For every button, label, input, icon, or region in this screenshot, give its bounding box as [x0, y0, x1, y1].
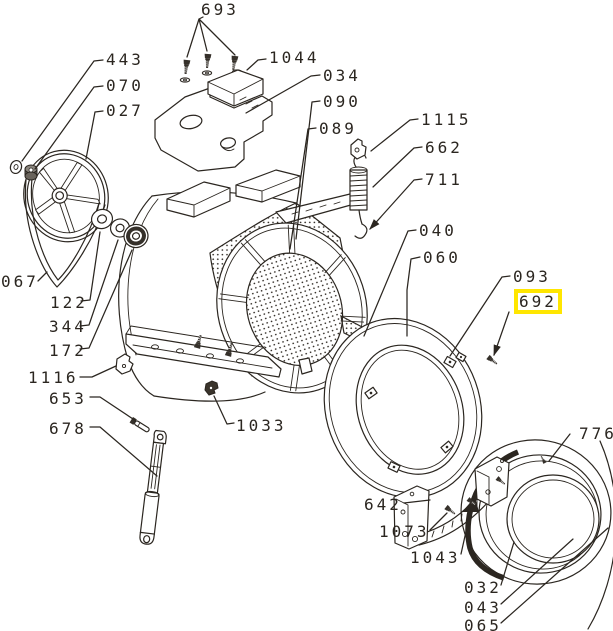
part-drawing-counterweight-034 — [154, 69, 273, 172]
part-label-1116[interactable]: 1116 — [28, 368, 79, 387]
part-label-060[interactable]: 060 — [423, 248, 461, 267]
part-drawing-pin-653 — [129, 417, 150, 433]
part-label-090[interactable]: 090 — [323, 92, 361, 111]
part-drawing-mount-rail — [125, 325, 313, 378]
part-label-172[interactable]: 172 — [49, 341, 87, 360]
part-drawing-bracket-1116 — [115, 353, 134, 375]
part-drawing-bearing-172 — [123, 223, 149, 249]
part-label-344[interactable]: 344 — [49, 317, 87, 336]
part-label-692[interactable]: 692 — [518, 292, 558, 311]
part-label-1043[interactable]: 1043 — [410, 548, 461, 567]
part-drawing-drum-front — [216, 222, 368, 394]
part-drawing-damper-678 — [139, 429, 167, 545]
part-label-662[interactable]: 662 — [425, 138, 463, 157]
part-label-1044[interactable]: 1044 — [269, 48, 320, 67]
part-drawing-pulley — [23, 149, 109, 243]
part-label-043[interactable]: 043 — [464, 598, 502, 617]
part-label-067[interactable]: 067 — [1, 272, 39, 291]
part-label-642[interactable]: 642 — [364, 495, 402, 514]
part-label-070[interactable]: 070 — [106, 76, 144, 95]
part-label-1033[interactable]: 1033 — [236, 416, 287, 435]
part-drawing-washer-443 — [9, 159, 23, 175]
part-label-711[interactable]: 711 — [425, 170, 463, 189]
part-drawing-front-ring-060 — [323, 317, 483, 499]
part-label-089[interactable]: 089 — [319, 119, 357, 138]
part-drawing-belt — [24, 177, 106, 288]
part-drawing-bracket-1115 — [350, 138, 367, 160]
part-drawing-spring-662 — [349, 153, 368, 239]
part-label-027[interactable]: 027 — [106, 101, 144, 120]
part-label-065[interactable]: 065 — [464, 616, 502, 631]
part-label-093[interactable]: 093 — [513, 267, 551, 286]
part-drawing-tub-brackets — [166, 169, 359, 224]
part-drawing-clip-1033 — [204, 380, 219, 396]
part-drawing-ring-edge-065 — [587, 440, 613, 630]
part-label-1115[interactable]: 1115 — [421, 110, 472, 129]
part-label-776[interactable]: 776 — [579, 424, 613, 443]
part-label-034[interactable]: 034 — [323, 66, 361, 85]
part-drawing-seal-122 — [90, 208, 114, 230]
part-label-443[interactable]: 443 — [106, 50, 144, 69]
part-label-040[interactable]: 040 — [419, 221, 457, 240]
part-drawing-screw-692 — [486, 354, 499, 367]
part-label-678[interactable]: 678 — [49, 419, 87, 438]
part-label-122[interactable]: 122 — [50, 293, 88, 312]
part-label-1073[interactable]: 1073 — [379, 522, 430, 541]
part-drawing-nut-070 — [24, 164, 38, 181]
part-label-032[interactable]: 032 — [464, 578, 502, 597]
part-label-653[interactable]: 653 — [49, 389, 87, 408]
part-label-693[interactable]: 693 — [201, 0, 239, 19]
leader-lines — [21, 16, 609, 624]
